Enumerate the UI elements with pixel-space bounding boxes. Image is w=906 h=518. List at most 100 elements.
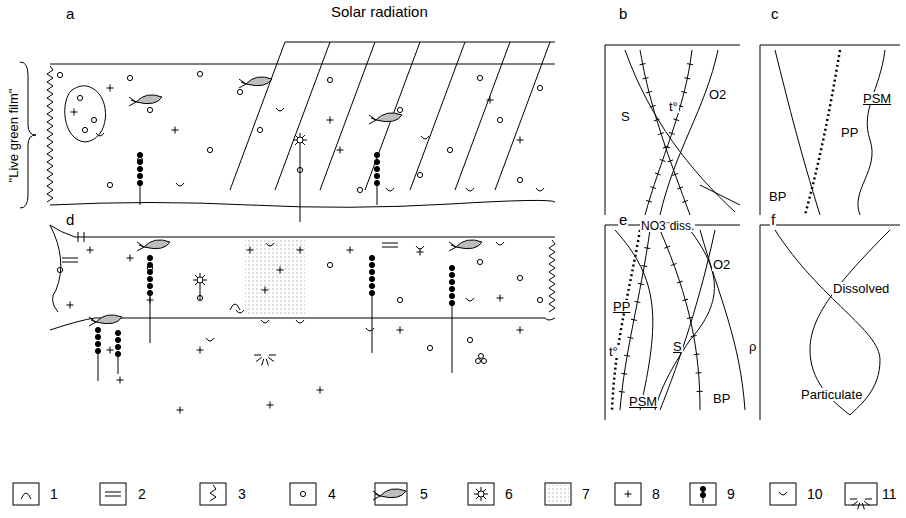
cell-symbol: [129, 95, 162, 106]
stroke: [476, 496, 479, 499]
particle-symbol: [147, 107, 152, 112]
solar-ray: [230, 42, 285, 190]
plus-symbol: [71, 109, 78, 116]
stroke: [664, 246, 670, 248]
legend-sample: [200, 483, 226, 505]
cup-symbol: [296, 320, 304, 323]
particle-symbol: [537, 297, 542, 302]
plus-symbol: [297, 247, 304, 254]
particle-symbol: [327, 262, 332, 267]
cup-symbol: [236, 310, 244, 313]
cell-symbol: [373, 489, 406, 500]
panel-letter: f: [770, 212, 776, 227]
stroke: [195, 275, 198, 278]
plus-symbol: [127, 255, 134, 262]
stroke: [144, 240, 170, 249]
particle-symbol: [417, 172, 422, 177]
particle-symbol: [327, 77, 332, 82]
stroke: [482, 359, 487, 364]
solar-ray: [275, 42, 330, 190]
particle-symbol: [477, 259, 482, 264]
particle-symbol: [257, 127, 262, 132]
stroke: [300, 143, 301, 147]
stroke: [137, 242, 144, 251]
stroke: [89, 317, 96, 326]
burst-symbol: [858, 503, 860, 510]
particle-symbol: [77, 95, 82, 100]
stroke: [193, 280, 197, 281]
legend-number: 5: [420, 487, 428, 501]
particle-symbol: [397, 297, 402, 302]
cup-symbol: [466, 188, 474, 191]
curve-label: S: [620, 110, 631, 123]
cup-symbol: [266, 243, 274, 246]
stroke: [684, 78, 690, 79]
plus-symbol: [107, 85, 114, 92]
stroke: [677, 187, 683, 189]
stroke: [129, 97, 136, 106]
plus-symbol: [337, 147, 344, 154]
legend-number: 7: [582, 487, 590, 501]
chain-symbol: [147, 276, 152, 281]
stroke: [682, 200, 688, 202]
plus-symbol: [177, 407, 184, 414]
chain-symbol: [115, 330, 120, 335]
burst-symbol: [262, 359, 264, 366]
stroke: [293, 140, 297, 141]
chain-symbol: [374, 166, 379, 171]
chain-symbol: [95, 334, 100, 339]
stroke: [667, 160, 673, 162]
chain-symbol: [147, 269, 152, 274]
chain-symbol: [449, 272, 454, 277]
rotated-label: "Live green film": [8, 87, 21, 183]
plus-symbol: [197, 347, 204, 354]
particle-symbol: [517, 177, 522, 182]
legend-sample: [468, 483, 494, 505]
stroke: [627, 337, 633, 338]
solar-ray: [365, 42, 420, 190]
stroke: [669, 132, 675, 134]
stroke: [660, 159, 666, 161]
cup-symbol: [366, 328, 374, 331]
layer-symbol: [62, 258, 78, 262]
stroke: [638, 283, 644, 284]
burst-symbol: [269, 355, 276, 356]
panel-letter: a: [65, 6, 75, 21]
stroke: [624, 355, 630, 356]
colony-symbol: [297, 137, 303, 143]
curve-label: t°: [668, 100, 679, 113]
plus-symbol: [277, 267, 284, 274]
stroke: [697, 391, 703, 392]
stroke: [687, 317, 693, 318]
zigzag-symbol: [210, 485, 216, 501]
chain-symbol: [137, 173, 142, 178]
stroke: [547, 485, 569, 503]
stroke: [483, 489, 486, 492]
stroke: [300, 133, 301, 137]
legend-sample: [770, 483, 796, 505]
panel-letter: d: [65, 212, 75, 227]
particle-symbol: [397, 107, 402, 112]
cell-symbol: [137, 240, 170, 251]
stroke: [295, 142, 298, 145]
cell-symbol: [369, 113, 402, 124]
particle-symbol: [467, 337, 472, 342]
stroke: [677, 281, 683, 283]
legend-sample: [845, 483, 877, 505]
curve-label: PP: [612, 300, 631, 313]
curve-label: t°: [608, 345, 619, 358]
solar-ray: [495, 42, 550, 190]
legend-number: 8: [652, 487, 660, 501]
stroke: [671, 263, 677, 265]
legend-number: 2: [138, 487, 146, 501]
panel-letter: b: [618, 6, 628, 21]
burst-symbol: [862, 503, 864, 510]
legend-number: 6: [505, 487, 513, 501]
plus-symbol: [247, 247, 254, 254]
stroke: [682, 299, 688, 301]
stroke: [681, 91, 687, 92]
particle-symbol: [91, 117, 96, 122]
legend-number: 9: [727, 487, 735, 501]
curve-label: ρ: [748, 340, 757, 353]
